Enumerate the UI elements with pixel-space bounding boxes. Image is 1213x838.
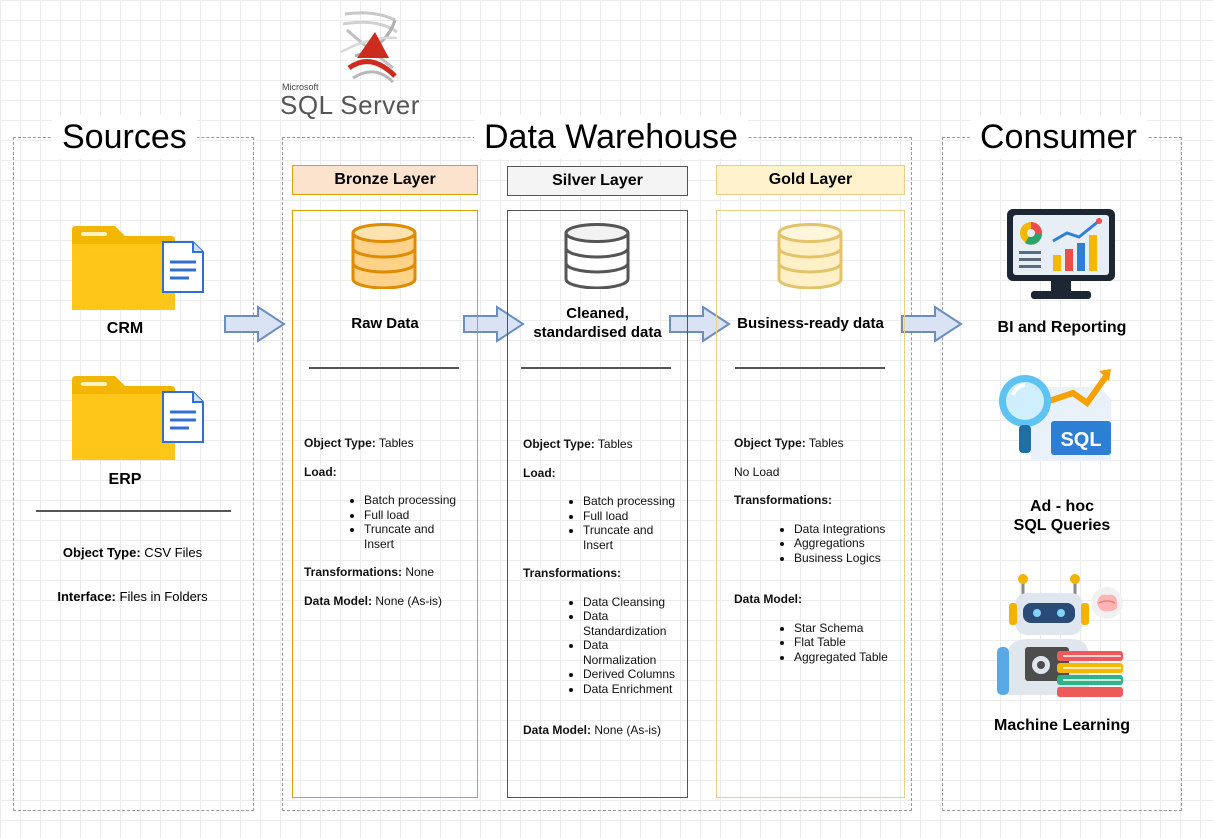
sources-interface: Interface: Files in Folders <box>57 589 208 604</box>
list-item: Aggregations <box>794 536 902 551</box>
gold-layer-header: Gold Layer <box>716 165 905 195</box>
list-item: Business Logics <box>794 551 902 566</box>
silver-object-type: Object Type: Tables <box>523 437 633 451</box>
bronze-layer-box <box>292 210 478 798</box>
silver-load-list: Batch processing Full load Truncate and … <box>523 494 683 552</box>
silver-database-icon <box>564 223 630 289</box>
crm-label: CRM <box>106 320 144 337</box>
bronze-transformations: Transformations: None <box>304 565 435 579</box>
silver-load-label: Load: <box>523 465 556 480</box>
list-item: Flat Table <box>794 635 902 650</box>
list-item: Data Normalization <box>583 638 673 667</box>
list-item: Data Cleansing <box>583 595 683 610</box>
silver-transformations-list: Data Cleansing Data Standardization Data… <box>523 595 683 697</box>
gold-transformations-label: Transformations: <box>734 493 833 507</box>
bronze-database-icon <box>351 223 417 289</box>
warehouse-title: Data Warehouse <box>474 115 748 159</box>
gold-database-icon <box>777 223 843 289</box>
sources-divider <box>36 510 231 512</box>
gold-transformations-list: Data Integrations Aggregations Business … <box>734 522 902 566</box>
ml-label: Machine Learning <box>993 717 1131 734</box>
list-item: Data Standardization <box>583 609 673 638</box>
silver-divider <box>521 367 671 369</box>
gold-load: No Load <box>734 464 780 479</box>
silver-details: Object Type: Tables Load: Batch processi… <box>523 437 683 738</box>
gold-object-type: Object Type: Tables <box>734 436 844 450</box>
arrow-sources-to-bronze-icon <box>224 305 286 343</box>
sql-server-logo: Microsoft SQL Server <box>280 6 420 120</box>
gold-layer-title: Business-ready data <box>737 315 884 332</box>
sources-object-type: Object Type: CSV Files <box>62 545 203 560</box>
silver-transformations-label: Transformations: <box>523 566 622 580</box>
crm-folder-icon <box>72 226 204 310</box>
list-item: Star Schema <box>794 621 902 636</box>
logo-brand-small: Microsoft <box>282 82 319 92</box>
list-item: Batch processing <box>364 493 476 508</box>
list-item: Truncate and Insert <box>364 522 444 551</box>
sources-title: Sources <box>52 115 197 159</box>
gold-layer-box <box>716 210 905 798</box>
list-item: Derived Columns <box>583 667 683 682</box>
erp-label: ERP <box>108 471 142 488</box>
bronze-layer-header: Bronze Layer <box>292 165 478 195</box>
list-item: Aggregated Table <box>794 650 902 665</box>
list-item: Truncate and Insert <box>583 523 663 552</box>
gold-divider <box>735 367 885 369</box>
list-item: Batch processing <box>583 494 683 509</box>
list-item: Full load <box>364 508 476 523</box>
bi-label: BI and Reporting <box>997 319 1127 336</box>
bronze-data-model: Data Model: None (As-is) <box>304 593 443 608</box>
bronze-load-label: Load: <box>304 464 337 479</box>
silver-layer-header: Silver Layer <box>507 166 688 196</box>
sql-server-swirl-icon <box>340 11 398 84</box>
list-item: Full load <box>583 509 683 524</box>
sql-query-icon: SQL <box>999 369 1111 461</box>
arrow-bronze-to-silver-icon <box>463 305 525 343</box>
bronze-object-type: Object Type: Tables <box>304 436 414 450</box>
bi-dashboard-icon <box>1007 209 1115 299</box>
adhoc-label: Ad - hoc SQL Queries <box>1013 498 1111 534</box>
logo-brand-main: SQL Server <box>280 90 420 120</box>
list-item: Data Integrations <box>794 522 902 537</box>
erp-folder-icon <box>72 376 204 460</box>
silver-layer-title: Cleaned, standardised data <box>533 305 662 341</box>
silver-layer-box <box>507 210 688 798</box>
bronze-details: Object Type: Tables Load: Batch processi… <box>304 436 476 608</box>
sql-badge-text: SQL <box>1060 429 1101 451</box>
consumer-title: Consumer <box>970 115 1147 159</box>
bronze-load-list: Batch processing Full load Truncate and … <box>304 493 476 551</box>
gold-data-model-label: Data Model: <box>734 592 803 606</box>
silver-data-model: Data Model: None (As-is) <box>523 723 662 737</box>
gold-details: Object Type: Tables No Load Transformati… <box>734 436 902 664</box>
machine-learning-robot-icon <box>997 574 1123 697</box>
gold-data-model-list: Star Schema Flat Table Aggregated Table <box>734 621 902 665</box>
bronze-layer-title: Raw Data <box>351 315 419 332</box>
list-item: Data Enrichment <box>583 682 683 697</box>
bronze-divider <box>309 367 459 369</box>
arrow-gold-to-consumer-icon <box>901 305 963 343</box>
